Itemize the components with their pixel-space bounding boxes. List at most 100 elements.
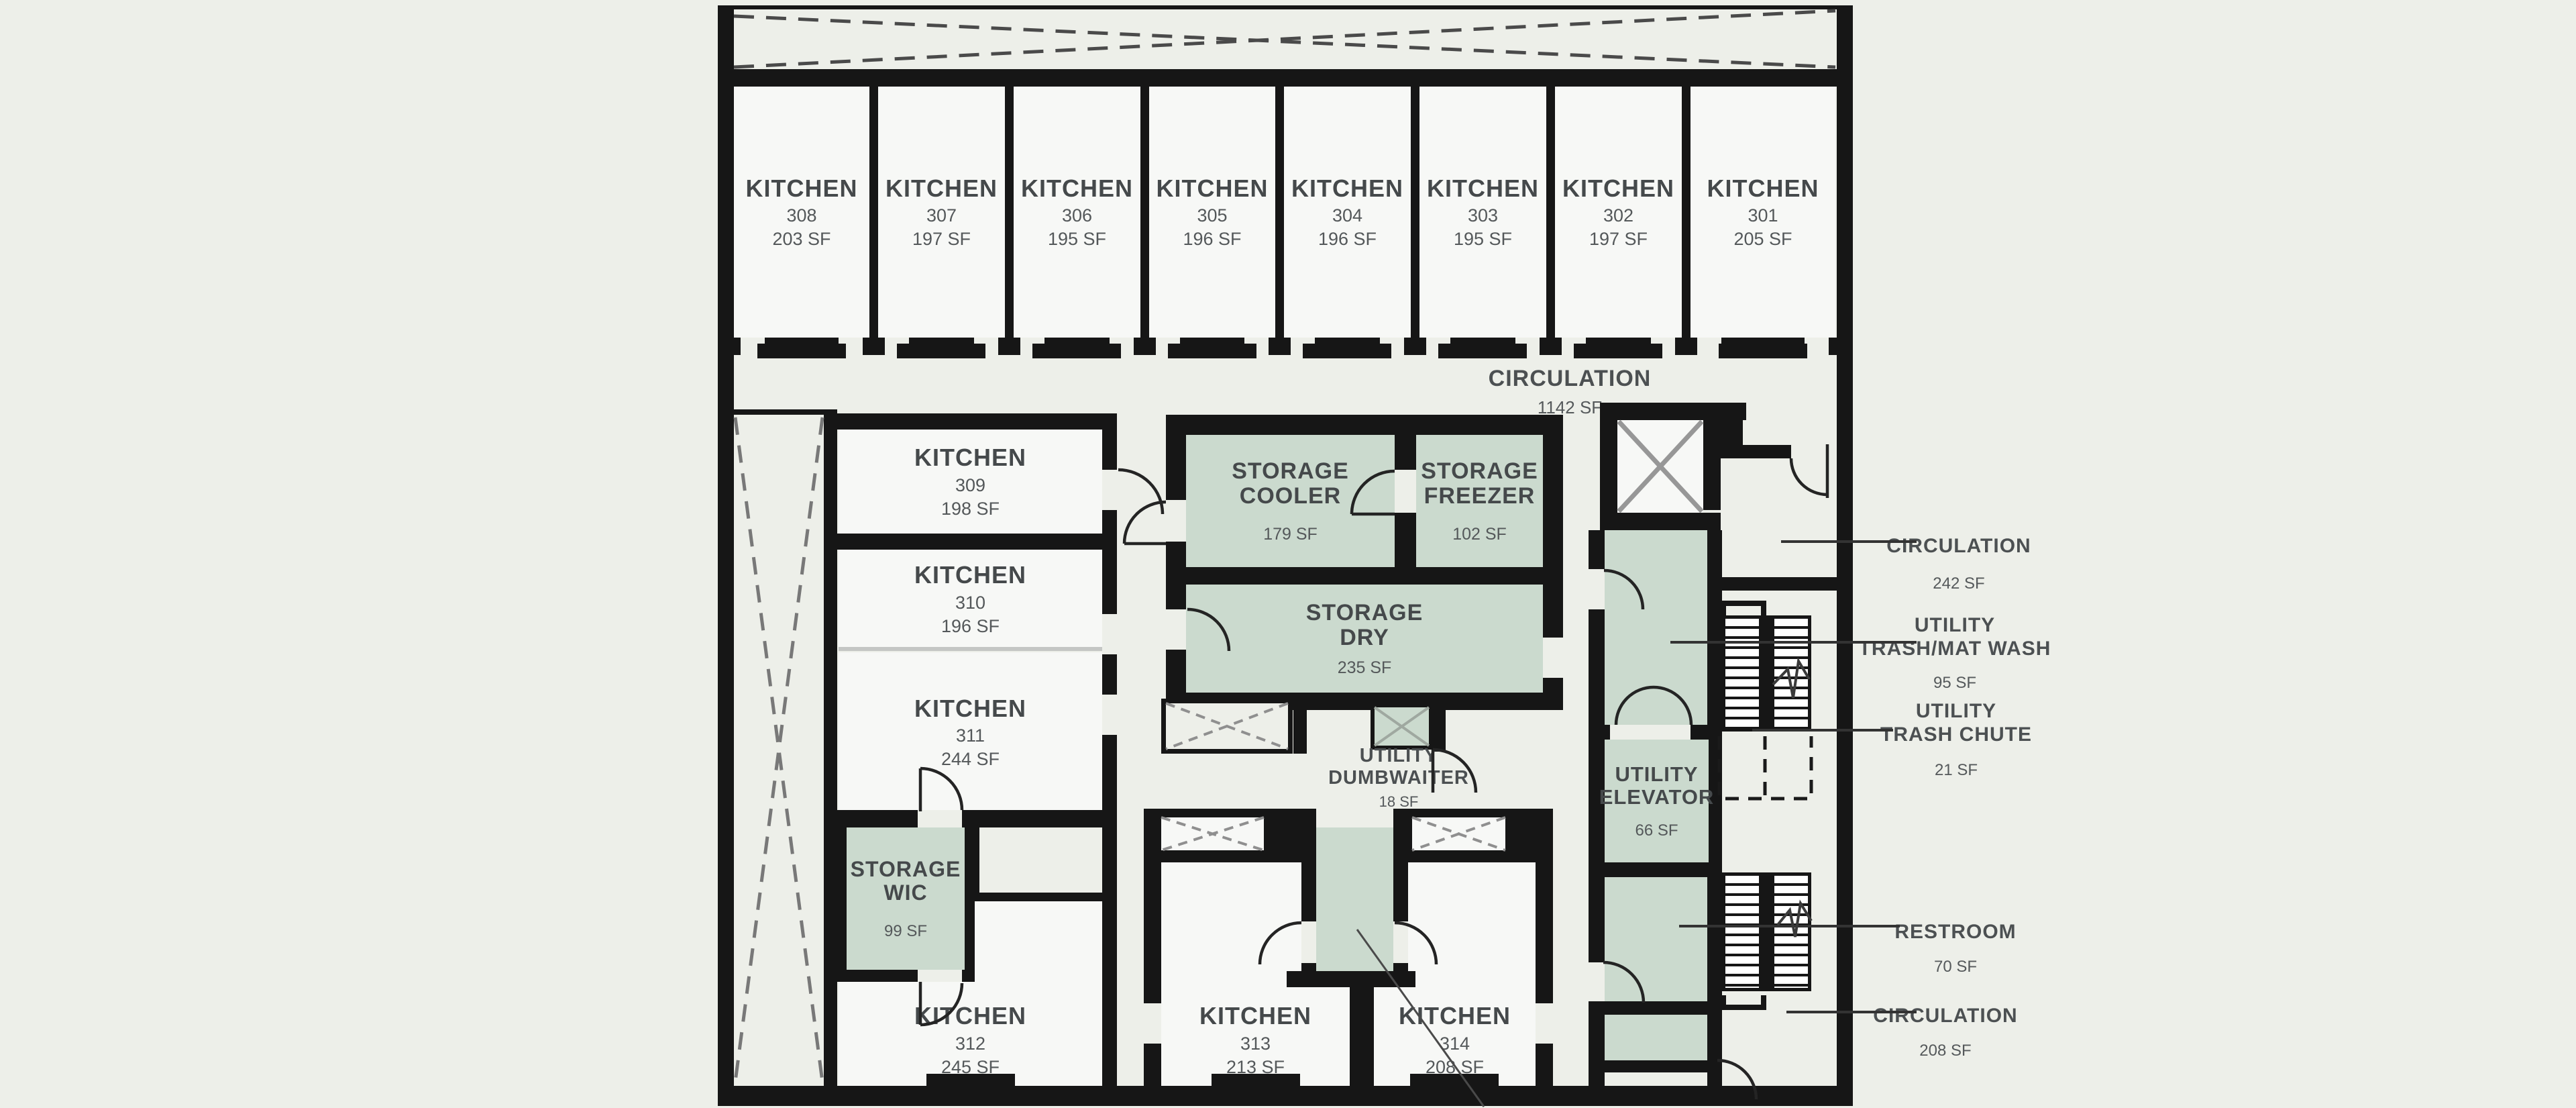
door-opening [1395,470,1416,513]
callout-restroom: RESTROOM 70 SF [1848,921,2063,975]
room-number: 310 [955,592,986,613]
exterior-wall-bottom [718,1086,1853,1106]
room-kitchen-301: KITCHEN 301 205 SF [1690,87,1835,338]
callout-area: 21 SF [1934,761,1978,779]
wall [1703,403,1721,510]
room-label: KITCHEN [1021,174,1133,202]
door-threshold [1032,344,1121,358]
callout-utility-trash-chute: UTILITY TRASH CHUTE 21 SF [1849,700,2063,778]
left-column-east-wall [1102,413,1117,1086]
room-number: 314 [1439,1034,1470,1054]
stair-rail [1762,872,1771,991]
wall [1144,862,1161,1086]
room-restroom [1605,877,1707,1001]
room-kitchen-306: KITCHEN 306 195 SF [1014,87,1140,338]
room-number: 306 [1061,205,1093,226]
room-storage-cooler: STORAGE COOLER 179 SF [1186,435,1395,567]
room-label: KITCHEN [914,444,1026,472]
room-kitchen-304: KITCHEN 304 196 SF [1284,87,1411,338]
room-label: DUMBWAITER [1328,767,1469,789]
callout-label: CIRCULATION [1886,535,2031,557]
room-area: 102 SF [1452,524,1507,544]
callout-label: CIRCULATION [1873,1005,2018,1027]
room-storage-freezer: STORAGE FREEZER 102 SF [1416,435,1543,567]
wall [824,534,1117,550]
door-opening [1166,609,1186,650]
room-area: 196 SF [1183,229,1242,250]
door-threshold [1719,344,1807,358]
left-shaft-x [733,417,824,1082]
room-label: UTILITY [1615,762,1699,787]
room-area: 18 SF [1379,793,1419,810]
wall [1350,982,1374,1086]
room-label: KITCHEN [1156,174,1269,202]
room-area: 99 SF [883,921,928,940]
callout-area: 70 SF [1933,957,1978,976]
wall [1166,415,1563,435]
wall [1589,862,1722,877]
room-area: 197 SF [912,229,971,250]
room-kitchen-313: KITCHEN 313 213 SF [1161,862,1350,1086]
wall [1682,87,1690,338]
room-kitchen-311: KITCHEN 311 244 SF [839,652,1102,812]
room-number: 303 [1467,205,1499,226]
room-area: 195 SF [1047,229,1107,250]
door-opening [1102,614,1117,654]
stair-flight [1771,872,1811,991]
stair-flight [1771,615,1811,732]
room-area: 195 SF [1453,229,1513,250]
door-opening [1589,569,1605,609]
room-area: 196 SF [941,615,1000,636]
room-kitchen-305: KITCHEN 305 196 SF [1149,87,1275,338]
room-label: KITCHEN [914,1002,1026,1030]
room-label: STORAGE [1421,458,1538,485]
room-label: KITCHEN [1707,174,1819,202]
wall [1589,1001,1722,1015]
room-label: FREEZER [1424,483,1536,509]
room-area: 203 SF [772,229,831,250]
exterior-wall-left [718,5,734,1106]
door-opening [1697,338,1721,355]
wall [1166,415,1186,710]
door-opening [1102,470,1117,510]
wall [1411,87,1419,338]
dumbwaiter-shaft [1371,703,1433,750]
circulation-label: CIRCULATION [1488,366,1652,391]
door-opening [1102,695,1117,735]
room-number: 302 [1603,205,1634,226]
room-label: WIC [883,880,928,905]
room-number: 305 [1197,205,1228,226]
room-number: 304 [1332,205,1363,226]
callout-circulation-upper: CIRCULATION 242 SF [1851,535,2066,592]
room-label: UTILITY [1359,745,1438,766]
room-label: KITCHEN [1291,174,1403,202]
callout-label: UTILITY [1914,614,1996,636]
callout-area: 95 SF [1933,674,1977,692]
wall [1166,567,1563,585]
room-kitchen-312-ext [975,901,1102,982]
room-area: 179 SF [1263,524,1318,544]
door-threshold [1212,1074,1300,1087]
room-kitchen-310: KITCHEN 310 196 SF [839,550,1102,648]
wall [1140,87,1149,338]
utility-dumbwaiter-label: UTILITY DUMBWAITER 18 SF [1313,745,1485,811]
room-number: 313 [1240,1034,1271,1054]
room-number: 309 [955,474,986,495]
wall [718,409,837,415]
wall [1600,513,1721,530]
room-label: DRY [1340,625,1389,650]
door-opening [918,810,962,827]
door-opening [1536,1003,1553,1044]
room-kitchen-308: KITCHEN 308 203 SF [734,87,869,338]
room-label: COOLER [1239,483,1342,509]
wall [1275,87,1284,338]
room-kitchen-309: KITCHEN 309 198 SF [839,430,1102,534]
wall [1293,699,1307,754]
room-kitchen-303: KITCHEN 303 195 SF [1419,87,1546,338]
room-storage-wic: STORAGE WIC 99 SF [847,827,965,970]
room-label: KITCHEN [1427,174,1539,202]
room-area: 196 SF [1318,229,1377,250]
wall [1721,445,1791,458]
wall [1589,1060,1722,1072]
